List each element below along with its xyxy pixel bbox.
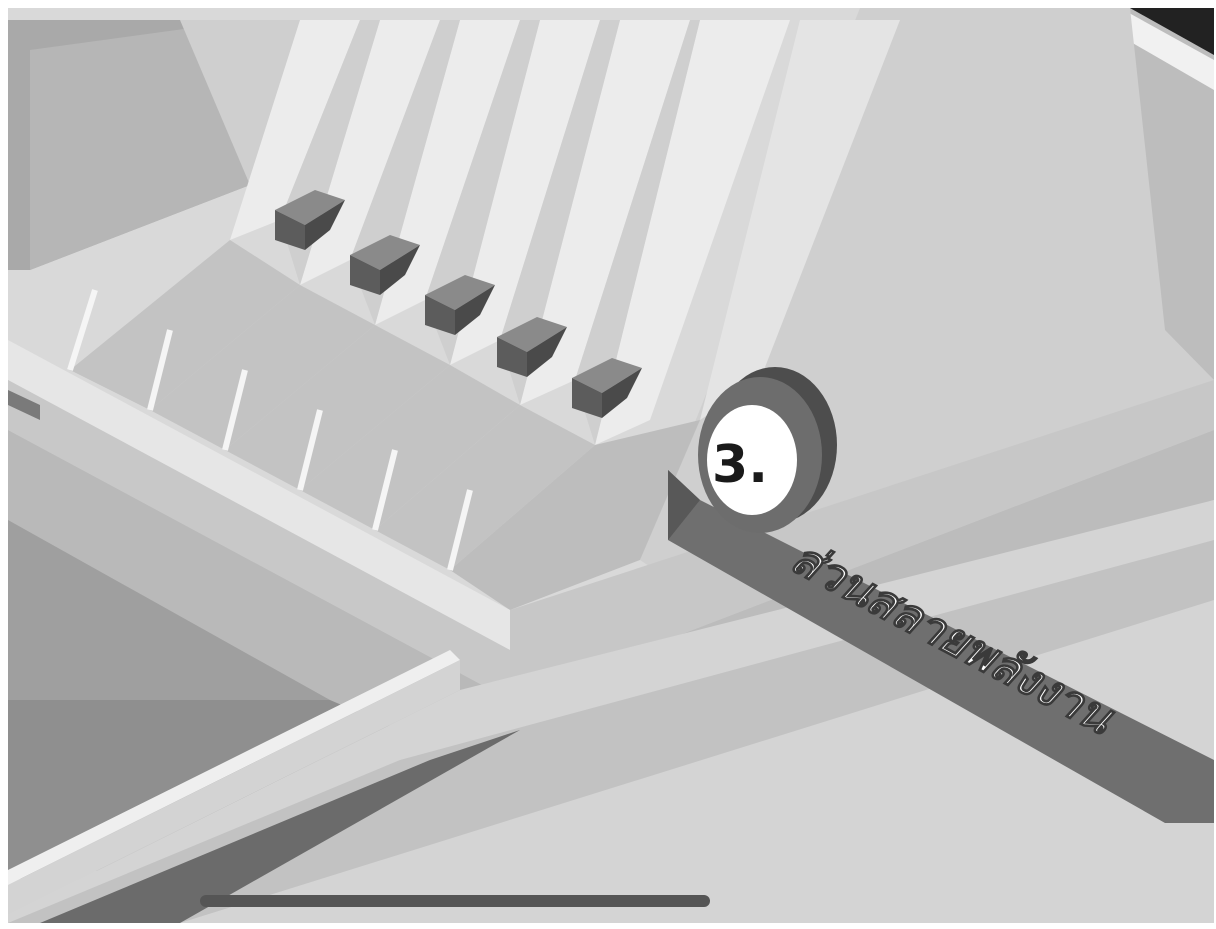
home-indicator[interactable] (200, 895, 710, 907)
marker-number: 3. (712, 435, 768, 495)
